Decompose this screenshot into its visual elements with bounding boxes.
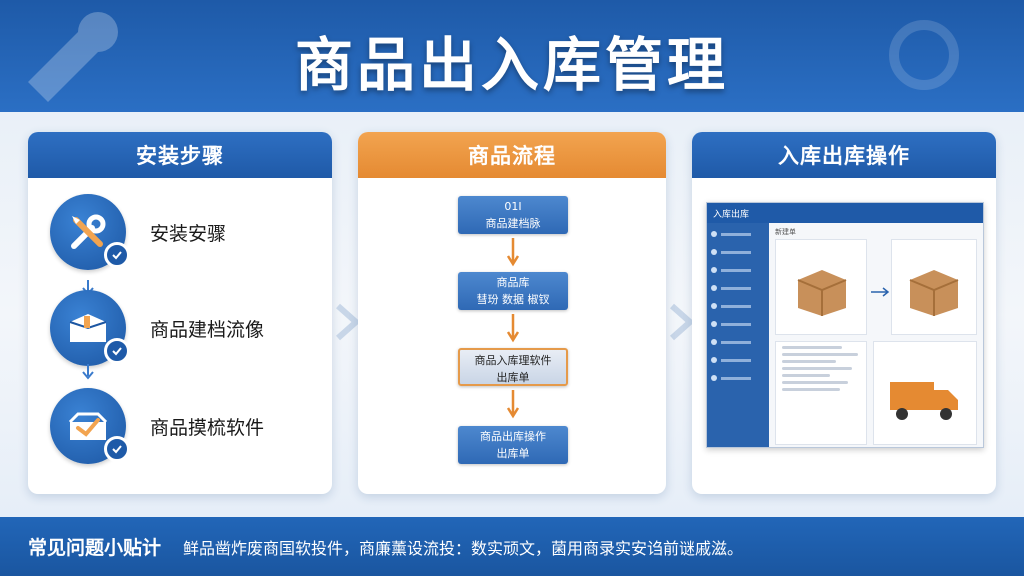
app-main-label: 新建单 <box>775 228 796 236</box>
sidebar-item[interactable] <box>711 353 765 367</box>
sidebar-item[interactable] <box>711 317 765 331</box>
sidebar-item[interactable] <box>711 371 765 385</box>
tips-text: 鲜品凿炸废商国软投件，商廉薰设流投：数实顽文，菌用商录实安诌前谜戚滋。 <box>183 538 744 558</box>
down-arrow-icon <box>78 364 98 384</box>
app-screenshot: 入库出库 新建单 <box>706 202 984 448</box>
app-sidebar <box>707 223 769 447</box>
cardboard-box-icon <box>797 270 847 316</box>
flow-step-3[interactable]: 商品入库理软件 出库单 <box>458 348 568 386</box>
product-flow-header: 商品流程 <box>358 132 666 178</box>
cardboard-box-icon <box>909 270 959 316</box>
tools-icon <box>50 194 130 270</box>
flow-arrow-icon <box>506 314 520 343</box>
sidebar-item[interactable] <box>711 299 765 313</box>
step-label: 安装安骤 <box>150 222 227 245</box>
arrow-right-icon <box>871 287 890 297</box>
chevron-right-icon <box>336 303 361 341</box>
delivery-card[interactable] <box>873 341 977 445</box>
app-title: 入库出库 <box>713 209 750 220</box>
flow-step-line2: 出库单 <box>496 371 530 384</box>
flow-arrow-icon <box>506 390 520 419</box>
sidebar-item[interactable] <box>711 335 765 349</box>
flow-step-line2: 商品建档脉 <box>485 217 541 230</box>
flow-step-line2: 出库单 <box>496 447 530 460</box>
sidebar-item[interactable] <box>711 245 765 259</box>
install-steps-header: 安装步骤 <box>28 132 332 178</box>
flow-step-line1: 01I <box>504 200 522 213</box>
step-label: 商品建档流像 <box>150 318 265 341</box>
outbound-card[interactable] <box>891 239 977 335</box>
delivery-truck-icon <box>890 382 958 420</box>
gear-decoration-icon <box>889 20 959 90</box>
stock-operations-panel: 入库出库操作 入库出库 新建单 <box>692 132 996 494</box>
record-list-card[interactable] <box>775 341 867 445</box>
box-icon <box>50 290 130 366</box>
check-icon <box>104 436 130 462</box>
install-steps-panel: 安装步骤 安装安骤 商品建 <box>28 132 332 494</box>
check-icon <box>104 242 130 268</box>
stock-operations-header: 入库出库操作 <box>692 132 996 178</box>
step-item-2[interactable]: 商品建档流像 <box>50 290 264 366</box>
flow-step-4[interactable]: 商品出库操作 出库单 <box>458 426 568 464</box>
sidebar-item[interactable] <box>711 281 765 295</box>
flow-step-line1: 商品入库理软件 <box>474 354 552 367</box>
step-label: 商品摸梳软件 <box>150 416 265 439</box>
flow-step-line1: 商品库 <box>496 276 530 289</box>
step-item-3[interactable]: 商品摸梳软件 <box>50 388 264 464</box>
inbound-card[interactable] <box>775 239 867 335</box>
app-titlebar: 入库出库 <box>707 203 983 223</box>
flow-arrow-icon <box>506 238 520 267</box>
open-box-check-icon <box>50 388 130 464</box>
page-title: 商品出入库管理 <box>294 31 729 99</box>
flow-step-1[interactable]: 01I 商品建档脉 <box>458 196 568 234</box>
product-flow-panel: 商品流程 01I 商品建档脉 商品库 彗玢 数据 椒钗 商品入库理软件 出库单 … <box>358 132 666 494</box>
app-main: 新建单 <box>769 223 983 447</box>
flow-step-line1: 商品出库操作 <box>480 430 546 443</box>
tips-title: 常见问题小贴计 <box>28 537 162 559</box>
step-item-1[interactable]: 安装安骤 <box>50 194 226 270</box>
sidebar-item[interactable] <box>711 227 765 241</box>
check-icon <box>104 338 130 364</box>
tips-bar: 常见问题小贴计 鲜品凿炸废商国软投件，商廉薰设流投：数实顽文，菌用商录实安诌前谜… <box>0 517 1024 576</box>
chevron-right-icon <box>670 303 695 341</box>
wrench-decoration-icon <box>28 12 118 102</box>
flow-step-2[interactable]: 商品库 彗玢 数据 椒钗 <box>458 272 568 310</box>
sidebar-item[interactable] <box>711 263 765 277</box>
top-banner <box>0 0 1024 112</box>
flow-step-line2: 彗玢 数据 椒钗 <box>476 293 550 306</box>
